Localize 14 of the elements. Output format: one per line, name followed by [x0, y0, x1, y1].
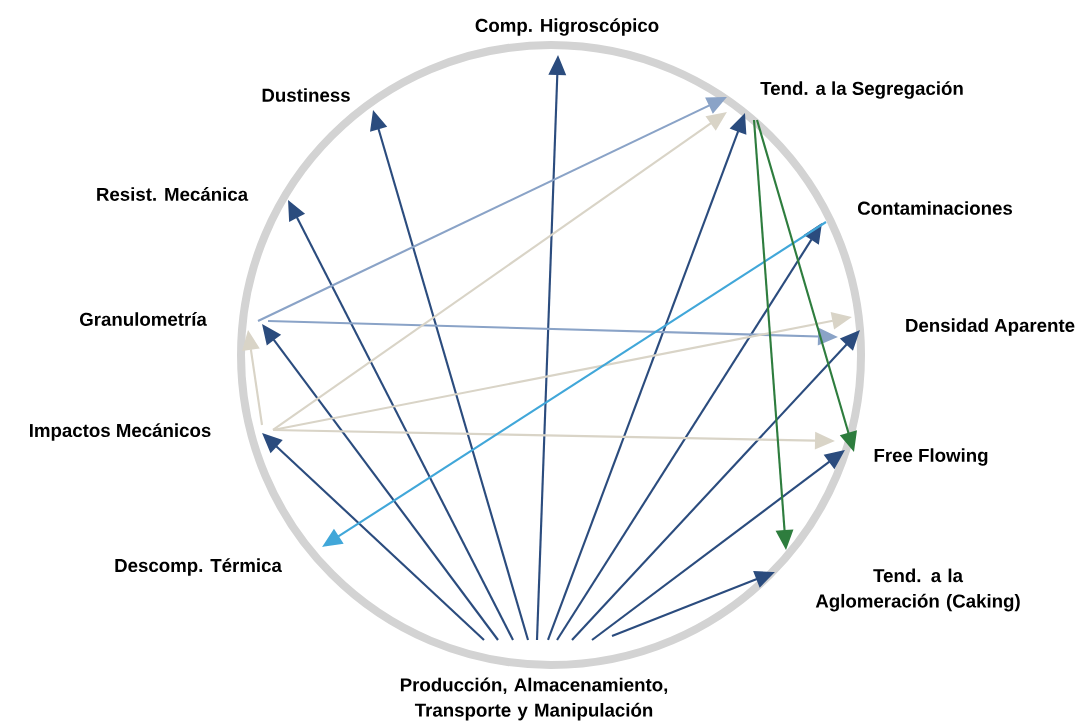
concept-label: Tend. a la Segregación [760, 81, 963, 99]
concept-label: Producción, Almacenamiento, Transporte y Manipulación [400, 677, 668, 721]
concept-label: Impactos Mecánicos [29, 423, 211, 441]
arrow [262, 433, 485, 641]
arrow [571, 330, 860, 641]
concept-label: Resist. Mecánica [97, 187, 249, 201]
concept-label: Free Flowing [874, 448, 988, 466]
concept-label: Dustiness [262, 88, 350, 102]
concept-label: Granulometría [80, 312, 207, 326]
concept-label: Descomp. Térmica [115, 558, 282, 576]
concept-label: Densidad Aparente [906, 318, 1075, 336]
concept-label: Contaminaciones [858, 201, 1013, 215]
concept-label: Comp. Higroscópico [475, 18, 659, 36]
concept-label: Tend. a la Aglomeración (Caking) [815, 568, 1020, 612]
